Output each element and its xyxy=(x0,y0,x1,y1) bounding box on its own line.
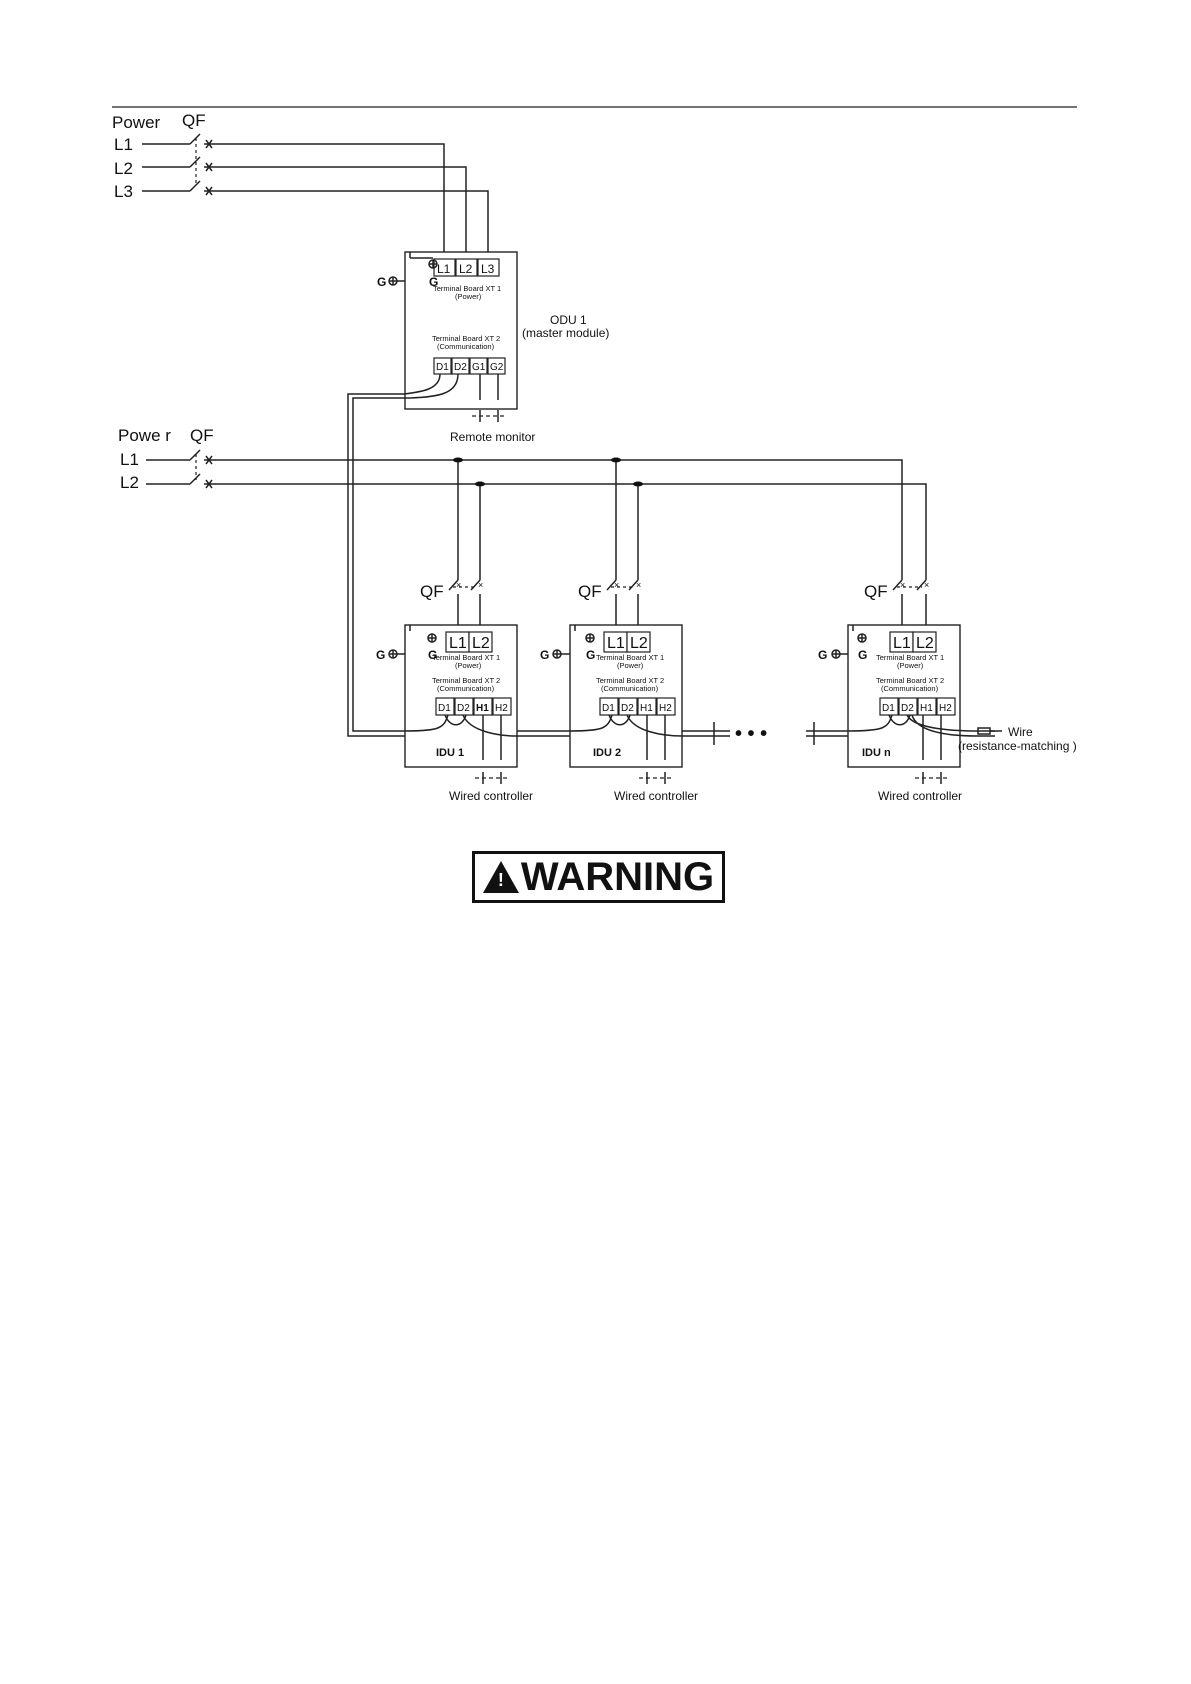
idu-n-ground-label-inner: G xyxy=(858,648,867,662)
odu-comm-board-label: Terminal Board XT 2 xyxy=(432,334,500,343)
svg-text:×: × xyxy=(614,580,619,590)
idu-1-comm-caption: (Communication) xyxy=(437,684,495,693)
idu-2-term-l2: L2 xyxy=(630,635,648,652)
idu-1-ground-label-inner: G xyxy=(428,648,437,662)
idu-2-controller-label: Wired controller xyxy=(614,789,698,803)
remote-monitor-label: Remote monitor xyxy=(450,430,535,444)
idu-2-power-caption: (Power) xyxy=(617,661,644,670)
idu-n-power-board-label: Terminal Board XT 1 xyxy=(876,653,944,662)
idu-n-comm-caption: (Communication) xyxy=(881,684,939,693)
terminator-caption: (resistance-matching ) xyxy=(958,739,1077,753)
odu-term-d2: D2 xyxy=(454,362,467,373)
idu-2-term-d1: D1 xyxy=(602,703,615,714)
odu-term-d1: D1 xyxy=(436,362,449,373)
idu-line-l2-label: L2 xyxy=(120,473,139,492)
odu-ground-label-inner: G xyxy=(429,275,438,289)
odu-ground-label-outer: G xyxy=(377,275,386,289)
odu-term-g2: G2 xyxy=(490,362,504,373)
svg-text:×: × xyxy=(900,580,905,590)
idu-n-controller-label: Wired controller xyxy=(878,789,962,803)
idu-n-term-h1: H1 xyxy=(920,703,933,714)
idu-power-feed: Powe r QF L1 L2 xyxy=(118,426,927,580)
odu-unit: L1 L2 L3 Terminal Board XT 1 (Power) Ter… xyxy=(377,251,609,444)
idu-1-comm-board-label: Terminal Board XT 2 xyxy=(432,676,500,685)
terminator-label: Wire xyxy=(1008,725,1033,739)
idu-1-power-board-label: Terminal Board XT 1 xyxy=(432,653,500,662)
idu-n-unit: QF ×× L1 L2 Terminal Board XT 1 (Power) … xyxy=(818,579,1077,803)
idu-n-name: IDU n xyxy=(862,747,891,759)
idu-2-term-h2: H2 xyxy=(659,703,672,714)
odu-term-l2: L2 xyxy=(459,262,473,276)
main-line-l3-label: L3 xyxy=(114,182,133,201)
odu-power-board-label: Terminal Board XT 1 xyxy=(433,284,501,293)
bus-ellipsis: • • • xyxy=(735,723,767,745)
svg-text:×: × xyxy=(636,580,641,590)
idu-1-controller-label: Wired controller xyxy=(449,789,533,803)
warning-banner: ! WARNING xyxy=(472,851,725,903)
odu-power-caption: (Power) xyxy=(455,292,482,301)
svg-text:×: × xyxy=(456,580,461,590)
idu-2-comm-board-label: Terminal Board XT 2 xyxy=(596,676,664,685)
svg-text:×: × xyxy=(924,580,929,590)
idu-breaker-label: QF xyxy=(190,426,214,445)
idu-line-l1-label: L1 xyxy=(120,450,139,469)
idu-2-term-h1: H1 xyxy=(640,703,653,714)
odu-role: (master module) xyxy=(522,326,609,340)
odu-term-g1: G1 xyxy=(472,362,486,373)
idu-2-comm-caption: (Communication) xyxy=(601,684,659,693)
warning-icon: ! xyxy=(482,861,519,893)
svg-text:×: × xyxy=(478,580,483,590)
idu-1-term-d1: D1 xyxy=(438,703,451,714)
main-power-feed: Power QF L1 L2 L3 xyxy=(112,111,489,262)
warning-text: WARNING xyxy=(520,854,715,899)
idu-2-power-board-label: Terminal Board XT 1 xyxy=(596,653,664,662)
main-line-l1-label: L1 xyxy=(114,135,133,154)
main-power-label: Power xyxy=(112,113,161,132)
odu-name: ODU 1 xyxy=(550,313,587,327)
idu-2-ground-label-inner: G xyxy=(586,648,595,662)
idu-n-power-caption: (Power) xyxy=(897,661,924,670)
main-breaker-label: QF xyxy=(182,111,206,130)
idu-n-ground-label-outer: G xyxy=(818,648,827,662)
idu-1-breaker-label: QF xyxy=(420,582,444,601)
idu-power-label: Powe r xyxy=(118,426,171,445)
idu-n-term-l1: L1 xyxy=(893,635,911,652)
idu-2-term-l1: L1 xyxy=(607,635,625,652)
main-line-l2-label: L2 xyxy=(114,159,133,178)
idu-n-comm-board-label: Terminal Board XT 2 xyxy=(876,676,944,685)
idu-1-term-d2: D2 xyxy=(457,703,470,714)
odu-term-l1: L1 xyxy=(437,262,451,276)
idu-n-term-d1: D1 xyxy=(882,703,895,714)
idu-2-name: IDU 2 xyxy=(593,747,621,759)
idu-1-ground-label-outer: G xyxy=(376,648,385,662)
idu-1-power-caption: (Power) xyxy=(455,661,482,670)
idu-1-name: IDU 1 xyxy=(436,747,464,759)
idu-2-term-d2: D2 xyxy=(621,703,634,714)
idu-1-term-l2: L2 xyxy=(472,635,490,652)
idu-2-unit: QF ×× L1 L2 Terminal Board XT 1 (Power) … xyxy=(540,579,698,803)
idu-n-breaker-label: QF xyxy=(864,582,888,601)
idu-2-breaker-label: QF xyxy=(578,582,602,601)
idu-1-term-l1: L1 xyxy=(449,635,467,652)
idu-1-term-h2: H2 xyxy=(495,703,508,714)
idu-2-ground-label-outer: G xyxy=(540,648,549,662)
odu-term-l3: L3 xyxy=(481,262,495,276)
idu-1-unit: QF ×× L1 L2 Terminal Board XT 1 (Power) … xyxy=(376,579,533,803)
idu-n-term-h2: H2 xyxy=(939,703,952,714)
idu-n-term-l2: L2 xyxy=(916,635,934,652)
odu-comm-caption: (Communication) xyxy=(437,342,495,351)
idu-n-term-d2: D2 xyxy=(901,703,914,714)
idu-1-term-h1: H1 xyxy=(476,703,489,714)
